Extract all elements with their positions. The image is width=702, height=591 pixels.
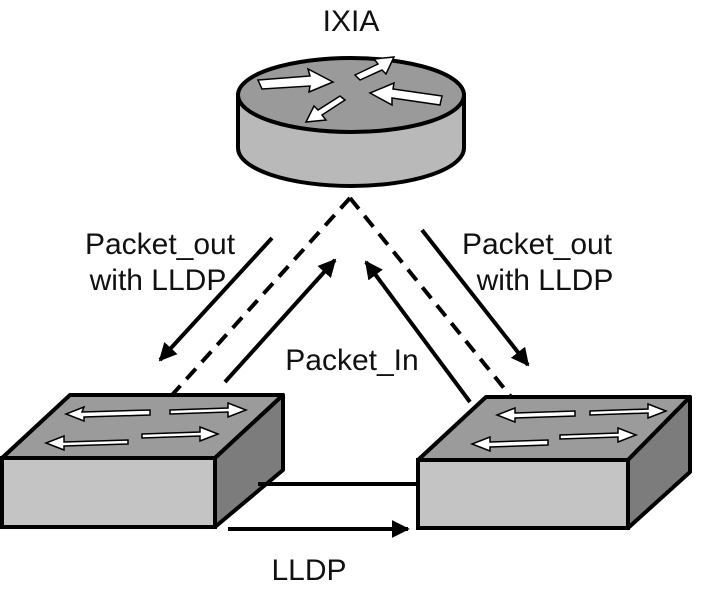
right-packet-in-arrow bbox=[364, 260, 472, 404]
packet-in-label: Packet_In bbox=[285, 344, 418, 377]
lldp-label: LLDP bbox=[271, 554, 346, 587]
right-switch-icon bbox=[416, 395, 692, 530]
right-packet-out-arrow bbox=[420, 228, 530, 367]
router-label: IXIA bbox=[323, 5, 380, 38]
left-switch-arrows-icon bbox=[43, 401, 249, 452]
left-packet-out-label-line2: with LLDP bbox=[89, 264, 227, 297]
router-icon bbox=[236, 56, 466, 188]
right-control-link bbox=[348, 196, 514, 400]
right-switch-arrows-icon bbox=[469, 402, 669, 453]
left-switch-icon bbox=[0, 393, 285, 529]
left-packet-in-arrow bbox=[223, 258, 337, 384]
left-packet-out-label-line1: Packet_out bbox=[85, 228, 236, 261]
router-arrows-icon bbox=[256, 56, 443, 123]
left-packet-out-arrow bbox=[158, 236, 274, 362]
right-packet-out-label-line2: with LLDP bbox=[476, 264, 614, 297]
right-packet-out-label-line1: Packet_out bbox=[462, 228, 613, 261]
